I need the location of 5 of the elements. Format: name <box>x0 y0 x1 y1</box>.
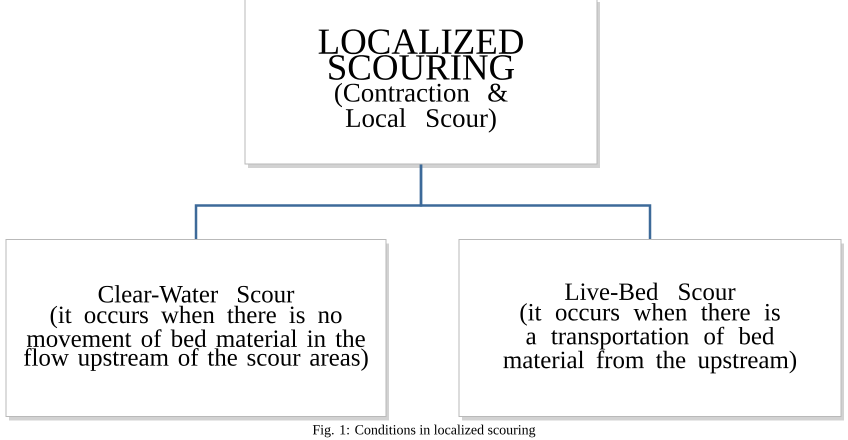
text-box: Clear-Water Scour (it occurs when there is no movement of bed material in the flow upstream of the scour areas) <box>6 239 389 420</box>
text-box: Live-Bed Scour (it occurs when there is a transportation of bed material from the upstream) <box>458 239 844 420</box>
caption: Fig. 1: Conditions in localized scouring <box>312 424 536 438</box>
connector-line <box>420 164 652 239</box>
text-box: LOCALIZED SCOURING (Contraction & Local Scour) <box>244 0 600 168</box>
